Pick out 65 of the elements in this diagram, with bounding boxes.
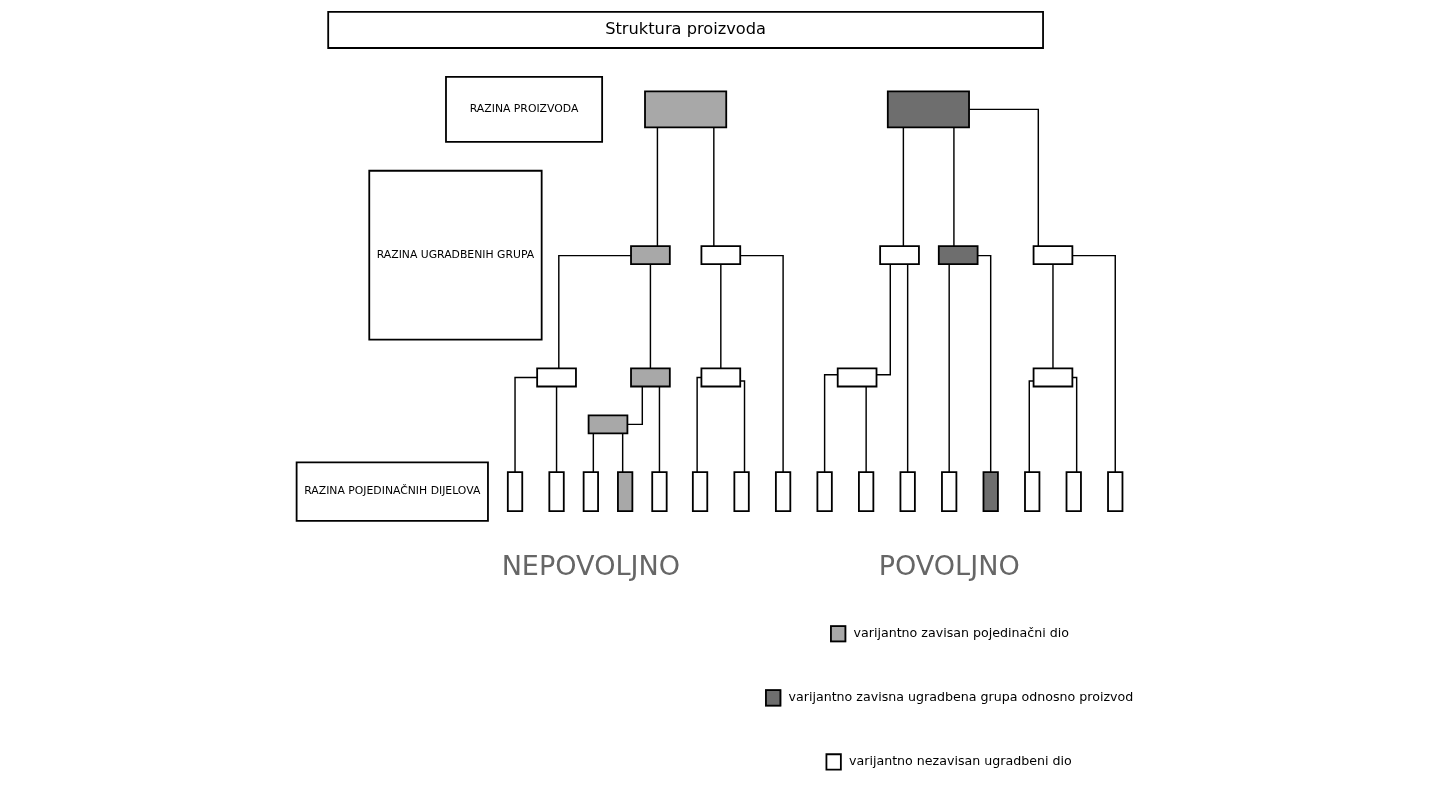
node-box xyxy=(1065,471,1082,512)
connector xyxy=(558,254,632,369)
node-box xyxy=(982,471,999,512)
label: POVOLJNO xyxy=(878,550,1020,582)
node-box xyxy=(630,367,671,388)
connector xyxy=(948,263,950,473)
connector xyxy=(1071,376,1078,473)
legend-label: varijantno zavisan pojedinačni dio xyxy=(853,625,1069,641)
connector xyxy=(720,263,722,369)
node-box xyxy=(1032,367,1074,388)
legend-label: varijantno nezavisan ugradbeni dio xyxy=(848,753,1072,769)
connector xyxy=(626,385,643,426)
node-box: Struktura proizvoda xyxy=(327,11,1044,49)
connector xyxy=(977,254,992,473)
connector xyxy=(906,263,909,473)
node-box: RAZINA POJEDINAČNIH DIJELOVA xyxy=(295,461,489,522)
node-box xyxy=(630,245,671,266)
connector xyxy=(649,263,652,369)
node-box xyxy=(582,471,599,512)
connector xyxy=(1071,254,1116,473)
node-box: RAZINA UGRADBENIH GRUPA xyxy=(368,169,543,341)
node-box xyxy=(941,471,958,512)
node-box xyxy=(879,245,920,266)
connector xyxy=(592,432,595,473)
node-box xyxy=(548,471,565,512)
connector xyxy=(865,386,867,473)
connector xyxy=(514,376,538,473)
node-box xyxy=(1107,471,1124,512)
connector xyxy=(1028,380,1035,473)
node-box xyxy=(506,471,524,512)
node-box xyxy=(617,471,634,512)
connector xyxy=(656,126,659,247)
node-box xyxy=(836,367,878,388)
connector xyxy=(713,126,715,247)
connector xyxy=(876,263,891,376)
connector xyxy=(823,374,839,473)
legend-label: varijantno zavisna ugradbena grupa odnosno proizvod xyxy=(788,689,1134,705)
node-box xyxy=(700,245,742,266)
node-box xyxy=(644,90,728,129)
node-box xyxy=(691,471,709,512)
connector xyxy=(968,108,1040,247)
node-box xyxy=(651,471,668,512)
connector xyxy=(1052,263,1054,369)
connector xyxy=(902,126,905,247)
node-box xyxy=(858,471,875,512)
node-box xyxy=(700,367,742,388)
node-box xyxy=(937,245,979,266)
connector xyxy=(739,254,784,473)
node-box xyxy=(1024,471,1041,512)
connector xyxy=(739,380,746,473)
node-box xyxy=(886,90,970,129)
connector xyxy=(555,386,558,473)
node-box xyxy=(536,367,577,388)
node-box xyxy=(733,471,750,512)
connector xyxy=(621,432,624,473)
connector xyxy=(696,376,702,473)
node-box: RAZINA PROIZVODA xyxy=(445,76,604,143)
connector xyxy=(953,126,955,247)
label: NEPOVOLJNO xyxy=(501,550,681,582)
node-box xyxy=(816,471,833,512)
node-box xyxy=(774,471,792,512)
connector xyxy=(658,386,661,473)
node-box xyxy=(587,414,629,435)
node-box xyxy=(1032,245,1074,266)
node-box xyxy=(899,471,916,512)
